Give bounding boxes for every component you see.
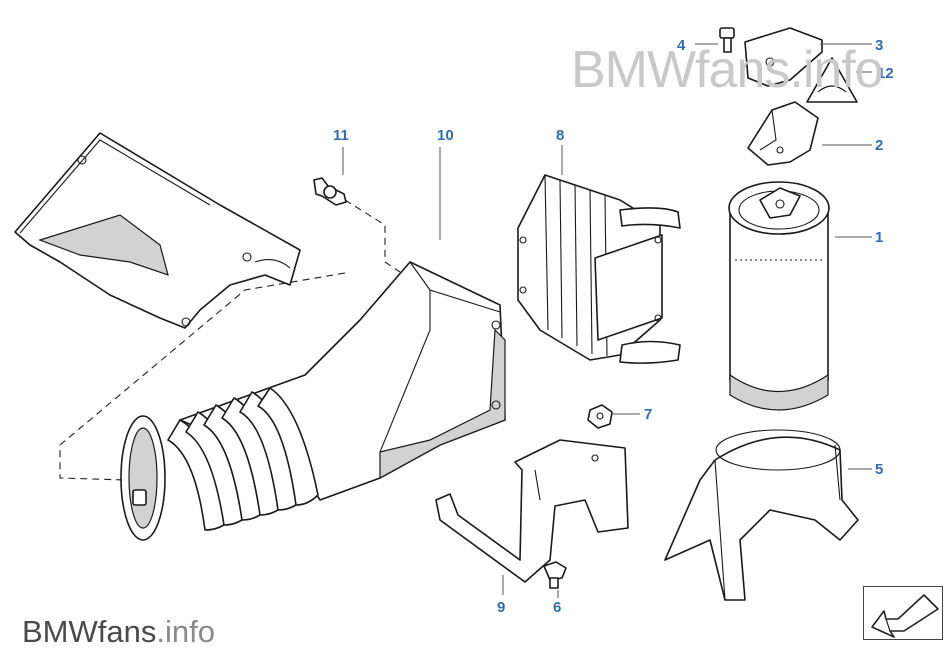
bolt-part-11 [313,177,347,206]
callout-1: 1 [875,229,883,246]
callout-2: 2 [875,137,883,154]
watermark-top: BMWfans.info [571,41,884,99]
leader-lines [342,43,872,598]
callout-7: 7 [644,406,652,423]
watermark-bottom: BMWfans.info [22,614,215,650]
callout-8: 8 [556,127,564,144]
holder-bracket-part [435,439,629,583]
watermark-bottom-suffix: .info [156,614,215,649]
callout-9: 9 [497,599,505,616]
intake-duct-part [120,261,506,541]
intake-cover-part [14,132,301,329]
callout-4: 4 [677,37,686,54]
bracket-part-3 [744,27,823,87]
screw-part-6 [543,561,567,589]
nav-arrow-button[interactable] [863,586,943,640]
screw-part-4 [719,27,735,53]
callout-12: 12 [877,65,894,82]
bellows-boot-part [517,174,681,364]
watermark-bottom-main: BMWfans [22,614,157,649]
alignment-line-left [59,272,346,481]
warning-label-part [806,57,858,103]
callout-5: 5 [875,461,883,478]
callout-11: 11 [333,127,349,144]
bracket-part-2 [747,101,819,166]
callout-10: 10 [437,127,454,144]
strap-bracket-part [664,429,859,601]
callout-3: 3 [875,37,883,54]
callout-6: 6 [553,599,561,616]
arrow-down-left-icon [871,594,939,638]
alignment-line-center [344,199,401,273]
canister-part [728,181,830,411]
nut-part-7 [587,404,613,429]
